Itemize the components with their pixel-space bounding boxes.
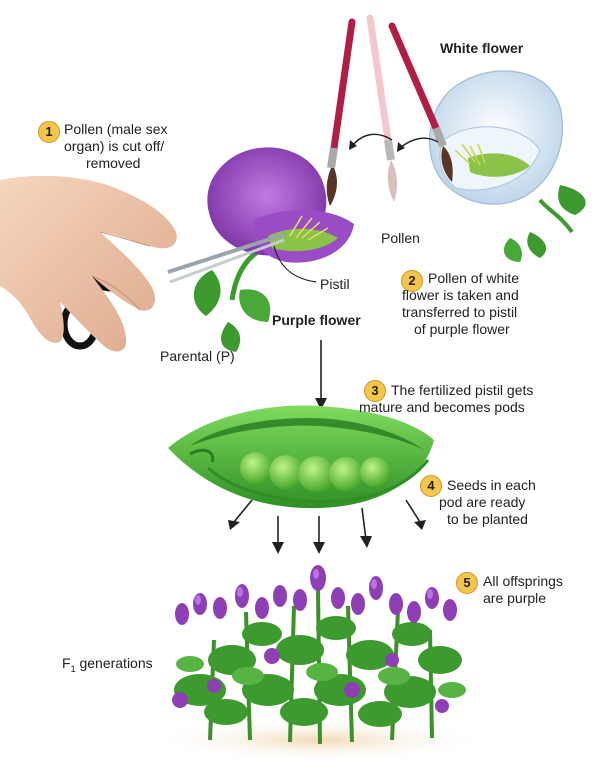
- purple-flower-label: Purple flower: [272, 312, 361, 329]
- step-2-line: flower is taken and: [402, 287, 519, 304]
- f1-generations-label: F1 generations: [62, 655, 153, 678]
- step-5-line: All offsprings: [483, 573, 563, 590]
- step-4-line: Seeds in each: [447, 477, 536, 494]
- step-1-line: organ) is cut off/: [64, 138, 168, 155]
- step-5-badge: 5: [456, 572, 478, 594]
- step-5-text: All offsprings are purple: [483, 573, 563, 607]
- f1-plants: [148, 565, 488, 762]
- pistil-label: Pistil: [320, 276, 350, 293]
- step-2-line: of purple flower: [414, 321, 519, 338]
- pea-pod: [168, 405, 434, 508]
- paint-brushes: [327, 18, 453, 206]
- step-1-badge: 1: [38, 121, 60, 143]
- step-4-line: pod are ready: [439, 494, 536, 511]
- step-3-line: mature and becomes pods: [359, 399, 533, 416]
- step-2-line: transferred to pistil: [402, 304, 519, 321]
- step-5-line: are purple: [483, 590, 563, 607]
- step-2-text: Pollen of white flower is taken and tran…: [428, 270, 519, 338]
- step-1-line: Pollen (male sex: [64, 121, 168, 138]
- step-1-text: Pollen (male sex organ) is cut off/ remo…: [64, 121, 168, 172]
- step-3-line: The fertilized pistil gets: [391, 382, 533, 399]
- pollen-label: Pollen: [381, 230, 420, 247]
- white-flower-label: White flower: [440, 40, 523, 57]
- arrow-to-pod: [315, 340, 327, 410]
- step-4-text: Seeds in each pod are ready to be plante…: [447, 477, 536, 528]
- parental-label: Parental (P): [160, 348, 235, 365]
- step-4-line: to be planted: [447, 511, 536, 528]
- step-2-line: Pollen of white: [428, 270, 519, 287]
- f1-letter: F: [62, 655, 71, 671]
- step-3-text: The fertilized pistil gets mature and be…: [391, 382, 533, 416]
- f1-generations-text: generations: [76, 655, 153, 671]
- step-1-line: removed: [64, 155, 168, 172]
- white-flower: [430, 71, 586, 262]
